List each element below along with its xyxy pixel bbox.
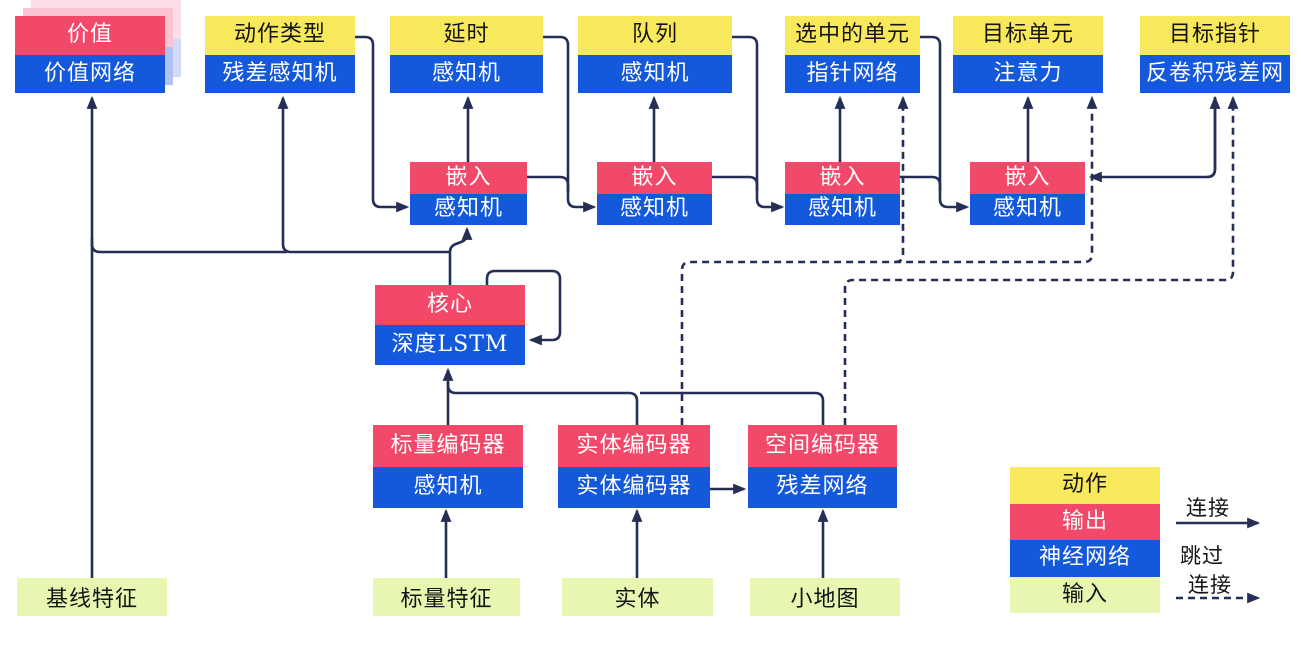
edge-delay-to-embed2	[543, 35, 597, 213]
node-embed-2-bottom: 感知机	[597, 193, 712, 225]
node-value: 价值 价值网络	[15, 16, 165, 93]
legend-swatch-action: 动作	[1010, 467, 1160, 504]
edge-core-to-embed1	[448, 226, 473, 285]
node-core-bottom: 深度LSTM	[375, 325, 525, 365]
node-embed-2-top: 嵌入	[597, 162, 712, 194]
input-scalar-features: 标量特征	[373, 578, 520, 616]
node-embed-4-bottom: 感知机	[970, 193, 1085, 225]
skip-spatialenc-to-targetpointer	[843, 95, 1239, 425]
node-target-unit: 目标单元 注意力	[953, 16, 1103, 93]
node-queue-bottom: 感知机	[578, 54, 732, 93]
node-core: 核心 深度LSTM	[375, 285, 525, 365]
node-core-top: 核心	[375, 285, 525, 325]
edge-spatialenc-to-core	[640, 391, 825, 425]
edge-queue-to-embed3	[732, 35, 785, 213]
edge-selectedunits-to-embed4	[920, 35, 970, 213]
edge-embed1-to-embed2	[527, 175, 570, 191]
node-entity-encoder-top: 实体编码器	[558, 425, 710, 467]
node-target-unit-top: 目标单元	[953, 16, 1103, 55]
node-spatial-encoder-top: 空间编码器	[748, 425, 897, 467]
node-value-top: 价值	[15, 16, 165, 55]
node-entity-encoder-bottom: 实体编码器	[558, 466, 710, 508]
node-selected-units: 选中的单元 指针网络	[785, 16, 920, 93]
legend-swatch-neural-network: 神经网络	[1010, 540, 1160, 577]
node-target-pointer: 目标指针 反卷积残差网	[1140, 16, 1290, 93]
edge-core-branch-to-value	[90, 238, 287, 254]
legend-skip-label-line1: 跳过	[1180, 544, 1224, 568]
node-embed-3: 嵌入 感知机	[785, 162, 900, 225]
input-minimap: 小地图	[750, 578, 900, 616]
node-selected-units-top: 选中的单元	[785, 16, 920, 55]
node-embed-3-bottom: 感知机	[785, 193, 900, 225]
node-embed-3-top: 嵌入	[785, 162, 900, 194]
node-queue-top: 队列	[578, 16, 732, 55]
node-embed-1-bottom: 感知机	[410, 193, 527, 225]
node-delay-top: 延时	[390, 16, 543, 55]
node-scalar-encoder-top: 标量编码器	[373, 425, 523, 467]
legend-swatch-output: 输出	[1010, 503, 1160, 540]
input-baseline-features: 基线特征	[17, 578, 167, 616]
node-scalar-encoder-bottom: 感知机	[373, 466, 523, 508]
legend-swatch-input: 输入	[1010, 576, 1160, 613]
node-target-pointer-bottom: 反卷积残差网	[1140, 54, 1290, 93]
node-delay: 延时 感知机	[390, 16, 543, 93]
node-spatial-encoder: 空间编码器 残差网络	[748, 425, 897, 508]
node-embed-4: 嵌入 感知机	[970, 162, 1085, 225]
node-embed-4-top: 嵌入	[970, 162, 1085, 194]
node-spatial-encoder-bottom: 残差网络	[748, 466, 897, 508]
node-embed-1: 嵌入 感知机	[410, 162, 527, 225]
node-embed-1-top: 嵌入	[410, 162, 527, 194]
legend-connection-label: 连接	[1186, 496, 1230, 520]
solid-connections	[86, 35, 1261, 578]
edge-embed3-to-embed4	[900, 175, 942, 191]
node-target-pointer-top: 目标指针	[1140, 16, 1290, 55]
edge-embed2-to-embed3	[712, 175, 759, 191]
node-embed-2: 嵌入 感知机	[597, 162, 712, 225]
node-target-unit-bottom: 注意力	[953, 54, 1103, 93]
node-delay-bottom: 感知机	[390, 54, 543, 93]
node-entity-encoder: 实体编码器 实体编码器	[558, 425, 710, 508]
input-entities: 实体	[562, 578, 713, 616]
node-scalar-encoder: 标量编码器 感知机	[373, 425, 523, 508]
edge-entityenc-to-core	[446, 382, 639, 425]
edge-core-branch-to-actiontype	[277, 95, 450, 254]
skip-connections	[680, 95, 1261, 604]
node-action-type-top: 动作类型	[205, 16, 355, 55]
edge-core-self-loop	[485, 269, 562, 346]
node-queue: 队列 感知机	[578, 16, 732, 93]
node-action-type: 动作类型 残差感知机	[205, 16, 355, 93]
skip-entityenc-to-targetunit	[680, 95, 1098, 425]
edge-targetpointer-link-to-embed4	[1088, 97, 1217, 183]
skip-entityenc-to-selectedunits	[894, 95, 909, 264]
edge-actiontype-to-embed1	[355, 35, 410, 213]
legend-swatches: 动作 输出 神经网络 输入	[1010, 467, 1160, 613]
node-action-type-bottom: 残差感知机	[205, 54, 355, 93]
legend-skip-label-line2: 连接	[1188, 573, 1232, 597]
edge-embed4-to-targetpointer	[1206, 95, 1221, 179]
node-selected-units-bottom: 指针网络	[785, 54, 920, 93]
node-value-bottom: 价值网络	[15, 54, 165, 93]
